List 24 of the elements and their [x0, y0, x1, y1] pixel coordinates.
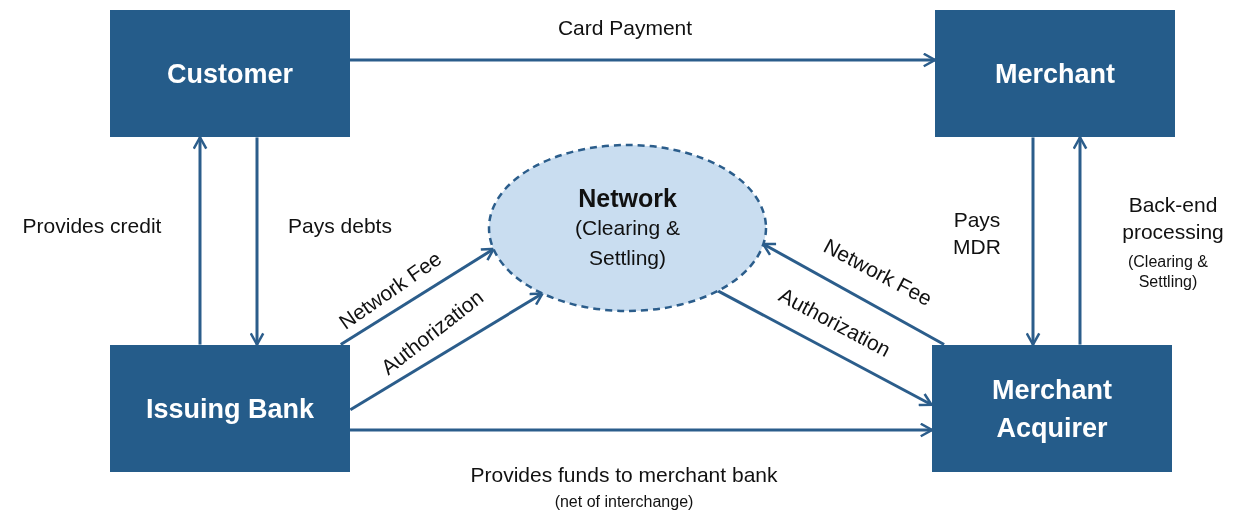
node-title: Network — [578, 183, 677, 213]
arrow — [339, 247, 495, 346]
entity-box: Merchant — [935, 10, 1175, 137]
edge-label: Provides credit — [22, 212, 162, 239]
network-ellipse — [487, 143, 768, 313]
arrow — [350, 422, 934, 438]
edge-label: Pays MDR — [952, 207, 1002, 260]
note-label: (Clearing & Settling) — [1127, 252, 1209, 292]
entity-box: Issuing Bank — [110, 345, 350, 472]
note-label: (net of interchange) — [554, 492, 694, 512]
node-subtitle: (Clearing & Settling) — [573, 214, 681, 271]
edge-label: Provides funds to merchant bank — [470, 461, 778, 488]
arrow — [350, 52, 937, 68]
edge-label: Pays debts — [288, 212, 392, 239]
arrow — [1025, 137, 1041, 346]
edge-label: Back-end processing — [1121, 192, 1225, 245]
arrow — [249, 137, 265, 346]
arrow — [1072, 136, 1088, 345]
arrow — [192, 136, 208, 345]
arrow — [717, 289, 933, 407]
entity-box: Customer — [110, 10, 350, 137]
arrow — [349, 292, 544, 412]
entity-box: Merchant Acquirer — [932, 345, 1172, 472]
edge-label: Card Payment — [557, 14, 693, 41]
